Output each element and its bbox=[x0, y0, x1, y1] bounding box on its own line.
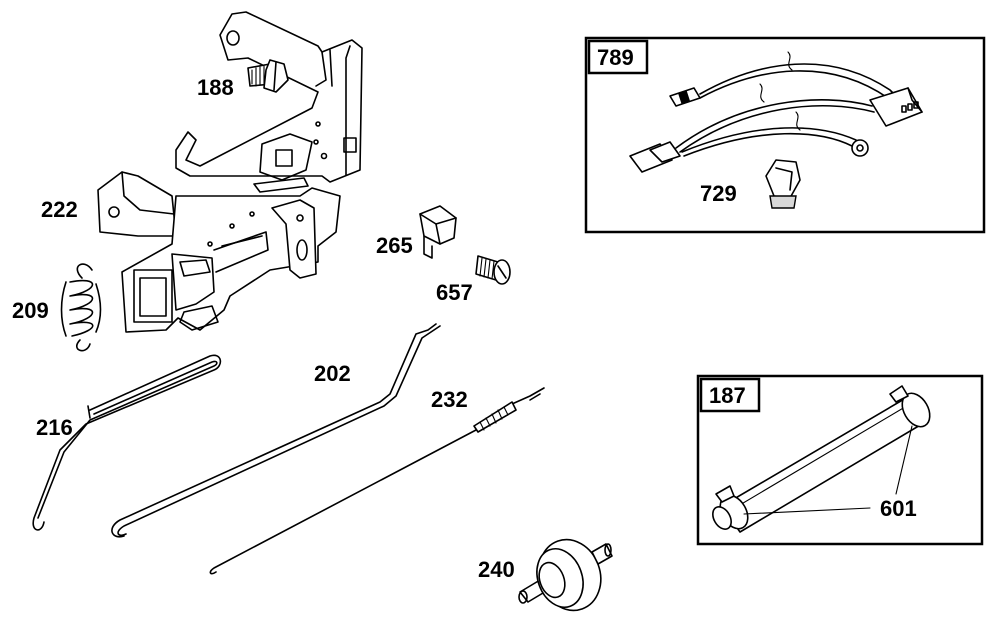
wire-232 bbox=[209, 387, 545, 575]
label-729: 729 bbox=[700, 181, 737, 206]
label-265: 265 bbox=[376, 233, 413, 258]
label-202: 202 bbox=[314, 361, 351, 386]
label-240: 240 bbox=[478, 557, 515, 582]
rod-216 bbox=[32, 354, 222, 531]
label-209: 209 bbox=[12, 298, 49, 323]
label-657: 657 bbox=[436, 280, 473, 305]
control-bracket bbox=[97, 11, 363, 333]
label-222: 222 bbox=[41, 197, 78, 222]
label-216: 216 bbox=[36, 415, 73, 440]
fuel-line-box-187 bbox=[696, 374, 984, 546]
label-789: 789 bbox=[597, 45, 634, 70]
label-188: 188 bbox=[197, 75, 234, 100]
label-187: 187 bbox=[709, 383, 746, 408]
spring-209 bbox=[60, 263, 102, 352]
screw-657 bbox=[475, 255, 511, 285]
fuel-filter-240 bbox=[518, 538, 613, 612]
screw-188 bbox=[247, 59, 289, 93]
label-232: 232 bbox=[431, 387, 468, 412]
label-601: 601 bbox=[880, 496, 917, 521]
clip-265 bbox=[419, 205, 457, 259]
rod-202 bbox=[111, 323, 441, 538]
harness-box-789 bbox=[584, 36, 986, 234]
